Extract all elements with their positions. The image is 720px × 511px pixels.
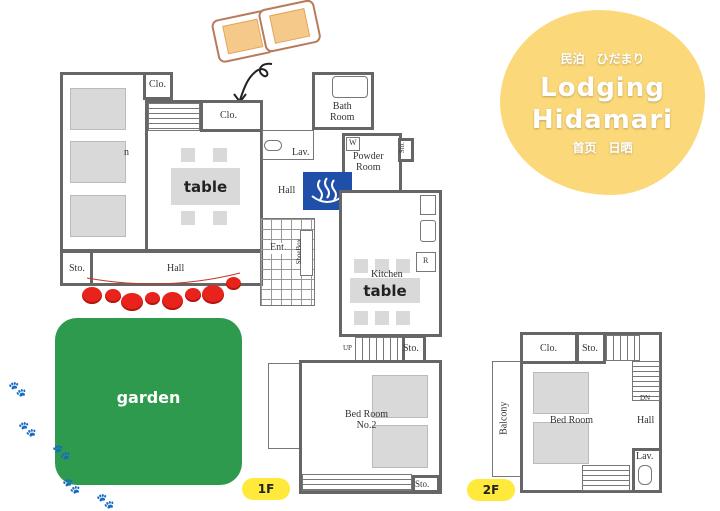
logo-title-line1: Lodging: [540, 73, 665, 103]
lantern-icon: [185, 288, 201, 302]
lantern-icon: [105, 289, 121, 303]
washer-label: W: [349, 138, 357, 147]
lantern-icon: [145, 292, 160, 305]
bed: [70, 141, 126, 183]
floor-1-badge[interactable]: 1F: [242, 478, 290, 500]
hall-bottom-label: Hall: [167, 263, 185, 274]
chair: [181, 211, 195, 225]
lantern-icon: [162, 292, 183, 310]
powder-room-label: Powder Room: [353, 151, 384, 173]
table-a: table: [171, 168, 240, 205]
storage-a: [398, 138, 414, 162]
bedroom-2f-label: Bed Room: [550, 415, 594, 426]
logo-jp-title: 民泊 ひだまり: [560, 52, 645, 66]
washer: [346, 137, 360, 151]
lavatory-label: Lav.: [292, 147, 310, 158]
bed: [372, 375, 428, 418]
closet-2f: [520, 332, 578, 364]
stairs-2f: [606, 335, 640, 361]
paw-icon: 🐾: [8, 382, 27, 398]
lantern-icon: [121, 293, 143, 311]
chair: [396, 311, 410, 325]
lantern-icon: [202, 285, 224, 304]
stairs-2f-lower: [632, 361, 660, 401]
closet-2f-label: Clo.: [540, 343, 557, 354]
fridge-label: R: [423, 256, 429, 265]
shoebox-label: ShoeBox: [295, 238, 304, 265]
storage-a-label: Sto.: [397, 142, 406, 154]
shoebox: [300, 230, 313, 276]
lantern-icon: [82, 287, 102, 304]
chair: [375, 311, 389, 325]
closet-a-label: Clo.: [149, 79, 166, 90]
hall-center-label: Hall: [278, 185, 296, 196]
deck: [268, 363, 302, 449]
lavatory-2f-label: Lav.: [636, 451, 654, 462]
stove-icon: [420, 195, 436, 215]
chair: [354, 259, 368, 273]
garden-label: garden: [116, 388, 181, 407]
storage-stair-label: Sto.: [403, 343, 419, 354]
kitchen-label: Kitchen: [371, 269, 403, 280]
down-label: DN: [640, 394, 651, 402]
storage-bed2: [412, 475, 440, 493]
bed: [533, 372, 589, 414]
hall-2f-label: Hall: [637, 415, 655, 426]
bathtub: [332, 76, 368, 98]
storage-2f-label: Sto.: [582, 343, 598, 354]
table-b: table: [350, 278, 420, 303]
bedroom-1-label: n: [124, 147, 129, 158]
storage-bed2-label: Sto.: [415, 479, 430, 489]
cushions-illustration: [211, 0, 321, 63]
engawa: [302, 474, 412, 491]
up-label: UP: [343, 344, 352, 352]
logo-subtitle: 首页 日晒: [572, 141, 633, 155]
paw-icon: 🐾: [52, 445, 71, 461]
chair: [213, 148, 227, 162]
chair: [396, 259, 410, 273]
balcony-label: Balcony: [498, 401, 510, 435]
closet-b: [200, 100, 263, 132]
logo-badge: 民泊 ひだまり Lodging Hidamari 首页 日晒: [500, 10, 705, 195]
bath-room-label: Bath Room: [330, 101, 355, 123]
tokonoma: [148, 103, 200, 131]
storage-2f: [576, 332, 606, 364]
bed: [70, 195, 126, 237]
closet-b-label: Clo.: [220, 110, 237, 121]
stairs-1f: [355, 337, 403, 361]
storage-hall: [60, 250, 93, 286]
paw-icon: 🐾: [18, 422, 37, 438]
garden: garden: [55, 318, 242, 485]
fridge: [416, 252, 436, 272]
chair: [375, 259, 389, 273]
toilet-icon: [638, 465, 652, 485]
bedroom-2-label: Bed Room No.2: [345, 409, 389, 431]
bed: [70, 88, 126, 130]
paw-icon: 🐾: [62, 479, 81, 495]
floor-2-badge[interactable]: 2F: [467, 479, 515, 501]
logo-title-line2: Hidamari: [531, 105, 674, 135]
sink-icon: [420, 220, 436, 242]
balcony-step: [582, 465, 630, 491]
chair: [354, 311, 368, 325]
chair: [213, 211, 227, 225]
paw-icon: 🐾: [96, 494, 115, 510]
lantern-icon: [226, 277, 241, 290]
closet-a: [143, 72, 173, 100]
chair: [181, 148, 195, 162]
toilet-icon: [264, 140, 282, 151]
bed: [372, 425, 428, 468]
entrance-label: Ent.: [270, 242, 287, 254]
storage-hall-label: Sto.: [69, 263, 85, 274]
bed: [533, 422, 589, 464]
